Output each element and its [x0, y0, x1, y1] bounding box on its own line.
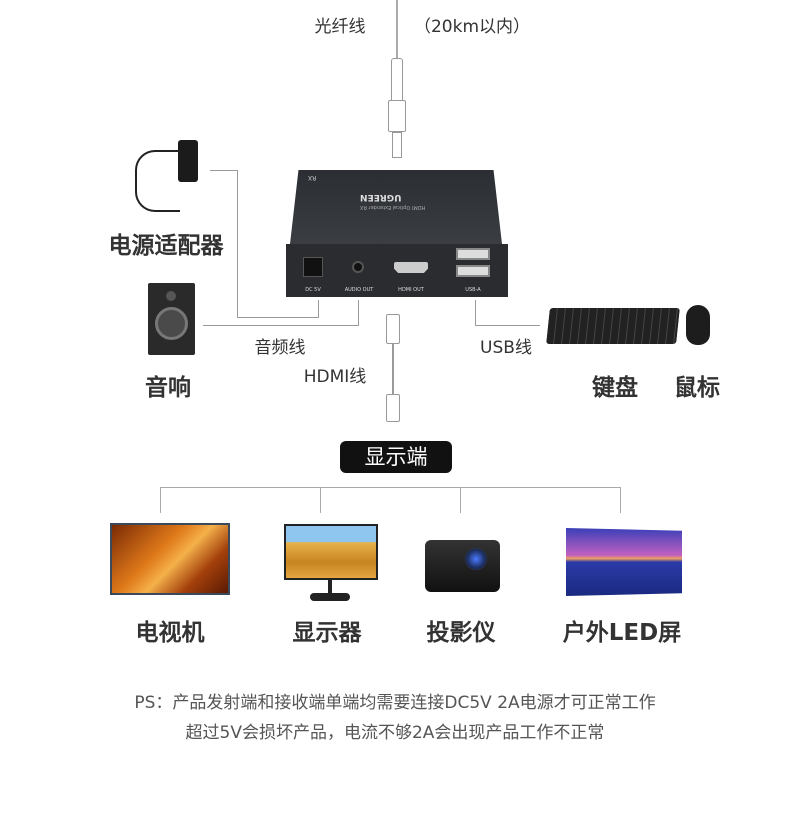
- hdmi-cable-label: HDMI线: [303, 367, 367, 387]
- usb-port-1: [456, 248, 490, 260]
- port-label-dc: DC 5V: [305, 287, 321, 293]
- led-screen-icon: [566, 528, 682, 596]
- keyboard-label: 键盘: [592, 375, 638, 401]
- projector-icon: [425, 540, 500, 592]
- port-label-usb: USB-A: [465, 287, 481, 293]
- monitor-icon: [284, 524, 378, 580]
- note-line-2: 超过5V会损坏产品，电流不够2A会出现产品工作不正常: [185, 723, 605, 743]
- device-front: DC 5V AUDIO OUT HDMI OUT USB-A: [286, 244, 508, 297]
- port-label-hdmi: HDMI OUT: [398, 287, 424, 293]
- audio-port: [352, 261, 364, 273]
- display-item-monitor: 显示器: [292, 620, 362, 646]
- audio-cable-label: 音频线: [254, 338, 306, 358]
- power-cable-icon: [135, 150, 180, 212]
- hdmi-port: [394, 262, 428, 273]
- hdmi-plug-bottom-icon: [386, 394, 400, 422]
- note-line-1: PS：产品发射端和接收端单端均需要连接DC5V 2A电源才可正常工作: [134, 693, 656, 713]
- device-badge: RX: [308, 174, 317, 181]
- display-item-projector: 投影仪: [426, 620, 496, 646]
- fiber-plug-icon: [388, 100, 406, 132]
- display-item-led: 户外LED屏: [562, 620, 682, 646]
- power-adapter-label: 电源适配器: [108, 233, 224, 259]
- device-top: RX UGREEN HDMI Optical Extender RX: [290, 170, 502, 244]
- fiber-cable: [396, 0, 398, 60]
- display-item-tv: 电视机: [135, 620, 205, 646]
- fiber-ferrule-icon: [392, 132, 402, 158]
- device-brand: UGREEN: [360, 192, 402, 202]
- fiber-label: 光纤线: [314, 17, 366, 37]
- display-section-title: 显示端: [340, 441, 452, 473]
- mouse-label: 鼠标: [674, 375, 720, 401]
- device-model: HDMI Optical Extender RX: [360, 204, 426, 210]
- fiber-connector-icon: [391, 58, 403, 103]
- port-label-audio: AUDIO OUT: [344, 287, 374, 293]
- dc-port: [303, 257, 323, 277]
- usb-cable-label: USB线: [480, 338, 532, 358]
- mouse-icon: [686, 305, 710, 345]
- keyboard-icon: [546, 308, 680, 344]
- tv-icon: [110, 523, 230, 595]
- usb-port-2: [456, 265, 490, 277]
- speaker-label: 音响: [145, 375, 191, 401]
- speaker-icon: [148, 283, 195, 355]
- hdmi-plug-top-icon: [386, 314, 400, 344]
- fiber-distance: （20km以内）: [413, 17, 531, 37]
- power-adapter-icon: [178, 140, 198, 182]
